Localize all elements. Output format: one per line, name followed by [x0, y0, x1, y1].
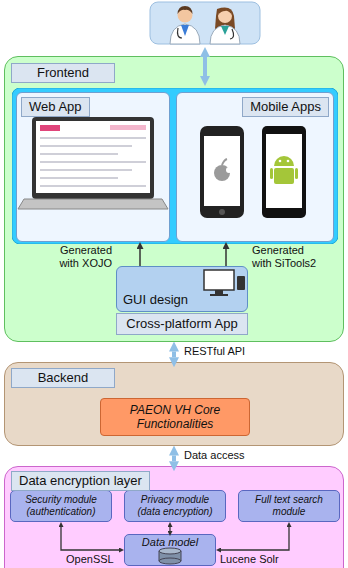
module-box: Full text search module	[238, 490, 340, 522]
connector-label: RESTful API	[184, 345, 245, 358]
database-icon	[159, 548, 181, 564]
connector	[225, 249, 227, 266]
band-heading: Data encryption layer	[11, 471, 150, 491]
iphone-picture	[200, 126, 244, 218]
connector	[61, 527, 119, 550]
node-label: Privacy module (data encryption)	[129, 494, 221, 518]
app-panel-ground	[12, 88, 338, 244]
band-heading: Backend	[11, 368, 115, 388]
connector	[172, 456, 176, 462]
band-heading: Mobile Apps	[242, 97, 329, 117]
data-model-box: Data model	[124, 534, 216, 566]
design-box: GUI design	[116, 266, 248, 312]
node-label: Cross-platform App	[126, 316, 237, 332]
connector-label: Data access	[184, 449, 245, 462]
connector	[139, 249, 141, 266]
band-heading: Frontend	[11, 63, 115, 83]
library-label: OpenSSL	[66, 553, 114, 566]
connector	[172, 352, 176, 358]
doctors-icon	[150, 2, 260, 44]
monitor-icon	[204, 270, 245, 296]
library-label: Lucene Solr	[220, 553, 279, 566]
connector-label: Generated with SiTools2	[252, 244, 326, 270]
app-box: Mobile Apps	[176, 92, 334, 242]
platform-box: Cross-platform App	[116, 313, 248, 335]
node-label: Data model	[142, 536, 198, 549]
connector	[169, 527, 170, 531]
node-label: PAEON VH Core Functionalities	[107, 403, 243, 431]
module-box: Security module (authentication)	[10, 490, 112, 522]
band-heading: Web App	[21, 97, 90, 117]
layer-band: BackendPAEON VH Core Functionalities	[4, 362, 344, 446]
node-label: Full text search module	[243, 494, 335, 518]
connector-label: Generated with XOJO	[44, 244, 112, 270]
connector	[221, 527, 289, 550]
node-label: GUI design	[123, 292, 188, 308]
module-box: Privacy module (data encryption)	[124, 490, 226, 522]
android-picture	[262, 126, 306, 218]
user-arrow	[203, 57, 207, 76]
layer-band: Data encryption layerSecurity module (au…	[4, 466, 344, 568]
node-label: Security module (authentication)	[15, 494, 107, 518]
layer-band: FrontendWeb App Mobile AppsGUI designCros…	[4, 56, 344, 342]
laptop-picture	[18, 117, 168, 209]
core-box: PAEON VH Core Functionalities	[100, 398, 250, 436]
app-box: Web App	[16, 92, 170, 242]
